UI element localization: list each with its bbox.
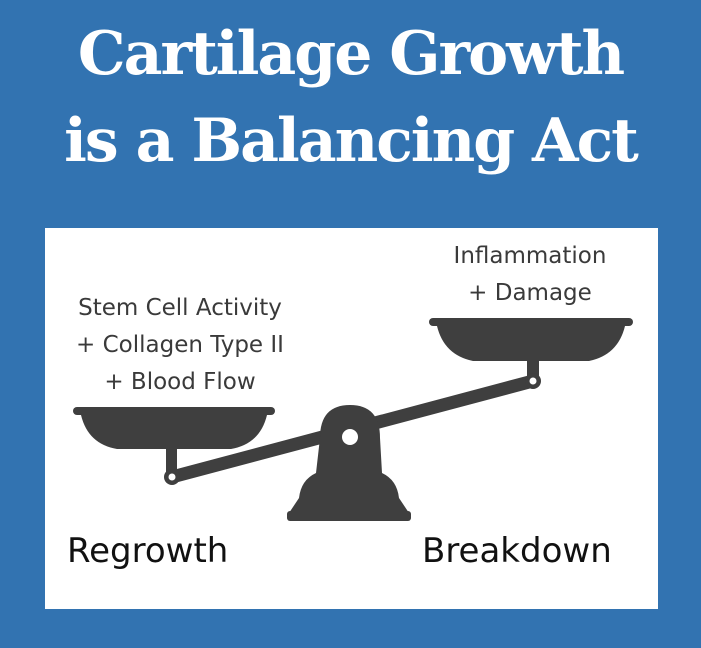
right-pan-item: Inflammation xyxy=(453,243,607,269)
balance-scale-icon xyxy=(73,318,633,521)
title-line-2: is a Balancing Act xyxy=(64,106,639,176)
left-pan-items: Stem Cell Activity + Collagen Type II + … xyxy=(55,290,305,401)
right-pan-item: + Damage xyxy=(468,280,592,306)
left-pan-item: Stem Cell Activity xyxy=(78,295,282,321)
left-pan-item: + Blood Flow xyxy=(104,369,256,395)
title-line-1: Cartilage Growth xyxy=(77,19,625,89)
left-pan xyxy=(73,407,275,485)
left-pan-item: + Collagen Type II xyxy=(76,332,284,358)
breakdown-label: Breakdown xyxy=(422,531,612,571)
scale-fulcrum xyxy=(287,405,411,521)
regrowth-label: Regrowth xyxy=(67,531,229,571)
right-pan xyxy=(429,318,633,389)
diagram-panel: Stem Cell Activity + Collagen Type II + … xyxy=(45,228,658,609)
right-pan-items: Inflammation + Damage xyxy=(415,238,645,312)
